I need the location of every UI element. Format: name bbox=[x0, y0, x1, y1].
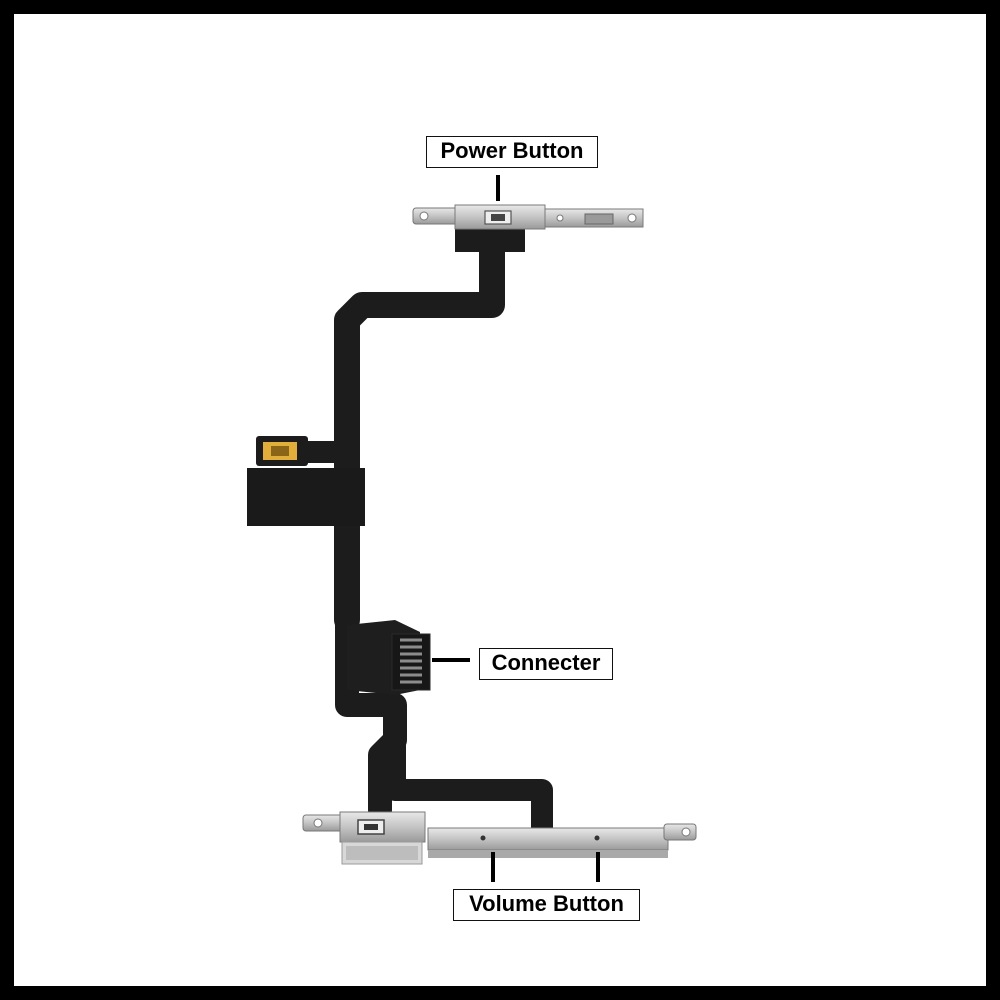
stiffener-plate bbox=[247, 468, 365, 526]
volume-up-leader bbox=[491, 852, 495, 882]
flex-cable bbox=[334, 212, 553, 839]
connector-leader bbox=[432, 658, 470, 662]
image-frame bbox=[14, 14, 986, 986]
cable-volume-branch bbox=[384, 709, 553, 839]
mute-switch-tab bbox=[302, 814, 344, 832]
connector-pins bbox=[400, 638, 422, 684]
power-button-leader bbox=[496, 175, 500, 201]
power-button-label: Power Button bbox=[426, 136, 598, 168]
connector-label: Connecter bbox=[479, 648, 613, 680]
volume-plate bbox=[427, 827, 669, 851]
volume-down-leader bbox=[596, 852, 600, 882]
microphone-tab bbox=[256, 436, 355, 466]
volume-bracket bbox=[302, 811, 697, 865]
volume-right-tab bbox=[663, 823, 697, 841]
connector-block bbox=[347, 620, 431, 695]
cable-upper-branch bbox=[334, 212, 505, 633]
volume-button-label: Volume Button bbox=[453, 889, 640, 921]
power-bracket bbox=[412, 204, 644, 252]
